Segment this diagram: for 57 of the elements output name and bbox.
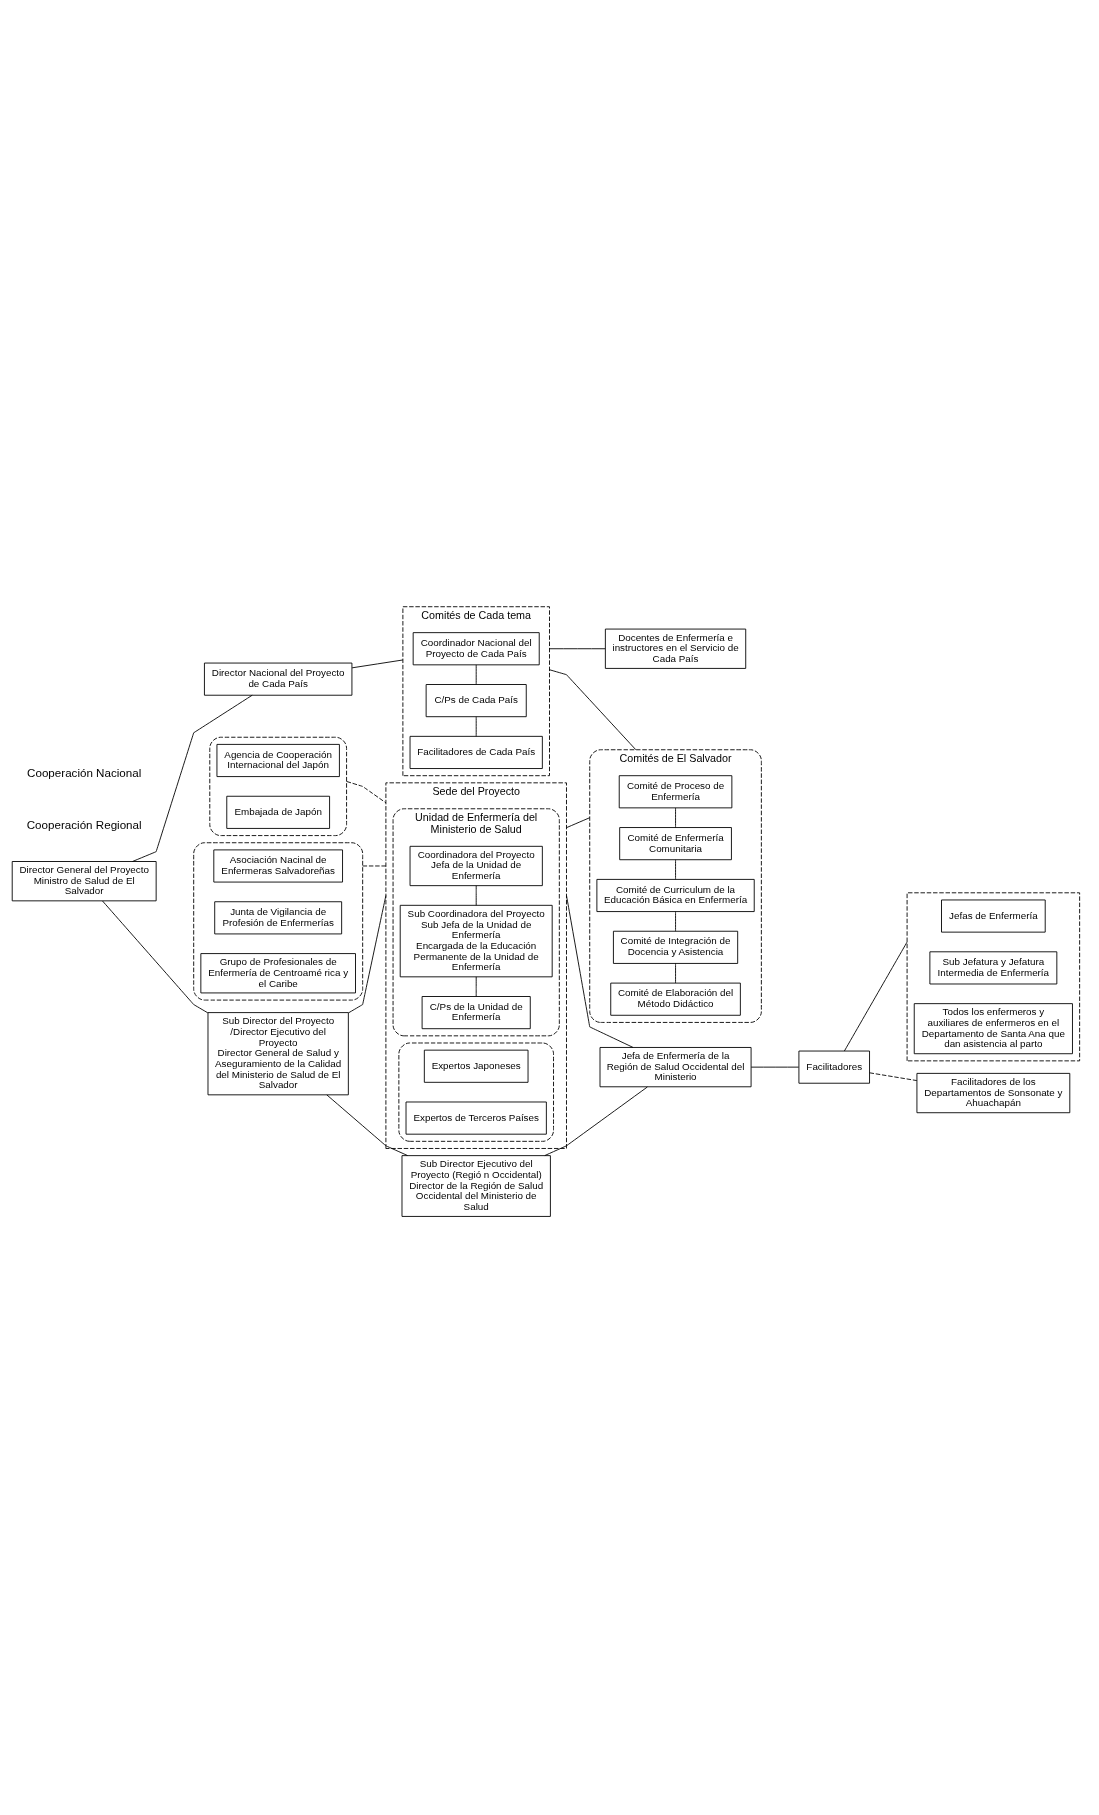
node-box: Sub Director Ejecutivo del Proyecto (Regió n Occidental) Director de la Región de Salud Occidental del Ministerio de Salud xyxy=(401,1154,551,1217)
label: Cooperación Nacional xyxy=(27,765,142,779)
connector xyxy=(362,865,387,866)
node-box: Agencia de Cooperación Internacional del Japón xyxy=(216,743,340,777)
connector xyxy=(843,941,908,1051)
connector xyxy=(102,900,209,1013)
node-box: Grupo de Profesionales de Enfermería de Centroamé rica y el Caribe xyxy=(200,952,356,993)
node-box: Jefa de Enfermería de la Región de Salud Occidental del Ministerio xyxy=(599,1046,752,1087)
cluster xyxy=(906,891,1081,1061)
cluster xyxy=(193,841,364,1001)
connector xyxy=(750,1066,800,1068)
node-box: Comité de Proceso de Enfermería xyxy=(618,774,733,808)
node-box: Coordinadora del Proyecto Jefa de la Unidad de Enfermería xyxy=(409,845,543,886)
connector xyxy=(326,1093,408,1156)
connector xyxy=(475,975,477,997)
connector xyxy=(566,816,591,828)
connector xyxy=(475,884,477,906)
connector xyxy=(475,715,477,737)
connector xyxy=(348,894,387,1013)
node-box: Asociación Nacinal de Enfermeras Salvadoreñas xyxy=(213,848,343,882)
node-box: Facilitadores de Cada País xyxy=(409,735,543,769)
connector xyxy=(675,962,676,983)
connector xyxy=(544,1086,648,1156)
cluster xyxy=(209,736,347,836)
node-box: C/Ps de Cada País xyxy=(425,683,527,717)
connector xyxy=(675,858,676,880)
connector xyxy=(346,780,387,803)
node-box: Sub Jefatura y Jefatura Intermedia de Enfermería xyxy=(929,950,1058,984)
connector xyxy=(351,659,404,668)
node-box: Comité de Integración de Docencia y Asistencia xyxy=(612,930,739,964)
node-box: Docentes de Enfermería e instructores en el Servicio de Cada País xyxy=(604,628,747,669)
node-box: Expertos Japoneses xyxy=(423,1049,529,1083)
node-box: Sub Coordinadora del Proyecto Sub Jefa de la Unidad de Enfermería Encargada de la Educación Permanente de la Unidad de Enfermería xyxy=(399,904,553,977)
connector xyxy=(132,694,253,862)
node-box: Comité de Elaboración del Método Didáctico xyxy=(610,982,741,1016)
node-box: Junta de Vigilancia de Profesión de Enfermerías xyxy=(214,900,343,934)
node-box: Todos los enfermeros y auxiliares de enfermeros en el Departamento de Santa Ana que dan asistencia al parto xyxy=(913,1002,1073,1054)
node-box: C/Ps de la Unidad de Enfermería xyxy=(421,995,531,1029)
connector xyxy=(675,807,676,828)
node-box: Facilitadores de los Departamentos de Sonsonate y Ahuachapán xyxy=(916,1072,1071,1113)
node-box: Jefas de Enfermería xyxy=(941,899,1046,933)
node-box: Facilitadores xyxy=(798,1050,870,1084)
node-box: Director General del Proyecto Ministro de Salud de El Salvador xyxy=(11,860,157,901)
node-box: Comité de Curriculum de la Educación Básica en Enfermería xyxy=(596,878,755,912)
node-box: Director Nacional del Proyecto de Cada País xyxy=(203,662,353,696)
label: Cooperación Regional xyxy=(26,817,142,831)
node-box: Coordinador Nacional del Proyecto de Cada País xyxy=(412,631,540,665)
connector xyxy=(675,910,676,932)
node-box: Comité de Enfermería Comunitaria xyxy=(619,826,732,860)
node-box: Expertos de Terceros Países xyxy=(405,1101,547,1135)
connector xyxy=(549,668,637,750)
node-box: Embajada de Japón xyxy=(226,795,331,829)
connector xyxy=(869,1071,918,1081)
connector xyxy=(549,647,606,649)
cluster xyxy=(398,1042,554,1142)
connector xyxy=(475,663,477,685)
node-box: Sub Director del Proyecto /Director Ejecutivo del Proyecto Director General de Salud y Aseguramiento de la Calidad del Ministerio de Salud de El Salvador xyxy=(207,1011,349,1095)
